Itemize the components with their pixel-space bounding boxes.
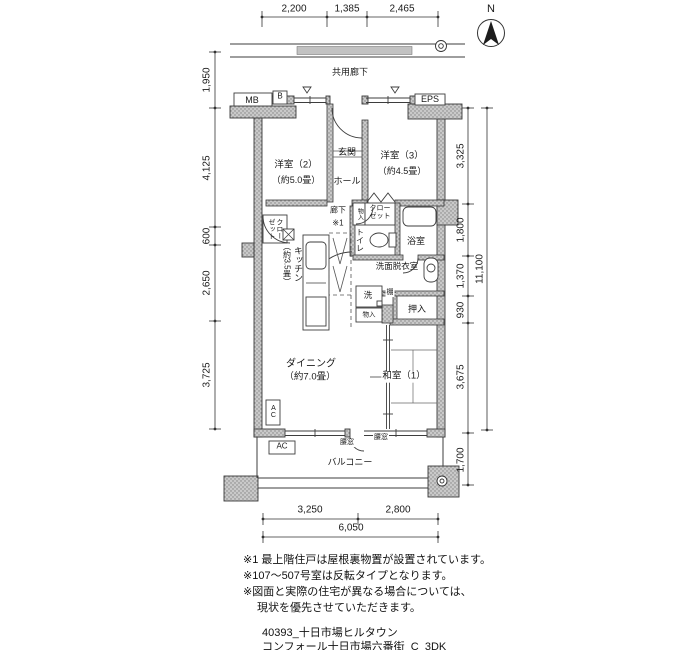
note-line-2: ※107～507号室は反転タイプとなります。	[243, 570, 453, 582]
dining-size-label: （約7.0畳）	[284, 371, 336, 383]
right-dimension-lines	[462, 107, 493, 486]
common-corridor-label: 共用廊下	[331, 66, 369, 77]
shelf-label: 棚	[385, 289, 395, 297]
balcony-structure	[223, 437, 460, 502]
bottom-windows	[285, 429, 427, 437]
toilet-label: トイレ	[355, 228, 365, 252]
top-dimension-ticks	[260, 15, 440, 19]
interior-walls	[265, 103, 445, 326]
western-room3-size: （約4.5畳）	[377, 165, 427, 176]
dim-top-1: 2,200	[281, 3, 307, 15]
dim-right-2: 1,800	[455, 217, 467, 243]
meter-box-label: MB	[245, 94, 259, 105]
meter-boxes	[233, 90, 446, 107]
entrance-label: 玄関	[337, 146, 357, 157]
dim-left-3: 600	[201, 227, 213, 245]
washroom-label: 洗面脱衣室	[375, 261, 419, 272]
dining-label: ダイニング	[286, 358, 336, 370]
storage-bottom-label: 物入	[362, 311, 376, 319]
dim-right-4: 930	[455, 301, 467, 319]
dim-left-4: 2,650	[201, 270, 213, 296]
dim-left-5: 3,725	[201, 362, 213, 388]
waist-window-left-label: 腰窓	[339, 439, 355, 447]
ac-vertical-label: AC	[269, 405, 277, 419]
attic-ladder	[328, 232, 352, 330]
note-line-4: 現状を優先させていただきます。	[257, 602, 421, 614]
dim-bottom-1: 3,250	[297, 504, 323, 516]
footer-line-1: 40393_十日市場ヒルタウン	[262, 627, 398, 639]
dim-balcony-depth: 1,700	[455, 447, 467, 473]
entrance-step	[333, 150, 362, 158]
western-room3-label: 洋室（3）	[380, 150, 424, 162]
dim-top-2: 1,385	[334, 3, 360, 15]
eps-label: EPS	[420, 93, 440, 104]
footer-line-2: コンフォール十日市場六番街_C_3DK	[262, 641, 447, 650]
folding-door	[366, 192, 396, 203]
b-box-label: B	[277, 91, 283, 101]
dim-bottom-overall: 6,050	[338, 522, 364, 534]
top-dimension-lines	[261, 11, 439, 27]
dim-right-1: 3,325	[455, 143, 467, 169]
top-windows	[294, 86, 410, 104]
closet-room2-label: クロー ゼット	[268, 218, 283, 240]
waist-window-right-label: 腰窓	[373, 434, 389, 442]
bottom-dimension-ticks	[261, 517, 440, 539]
kitchen-size-label: （約3.5畳）	[282, 242, 292, 286]
dim-right-overall: 11,100	[474, 254, 486, 284]
fixture-details	[282, 228, 326, 284]
storage-small-label: 物入	[356, 208, 363, 220]
washer-label: 洗	[363, 290, 373, 301]
western-room2-label: 洋室（2）	[274, 159, 318, 171]
ac-chips	[265, 399, 296, 455]
oshiire-label: 押入	[407, 303, 427, 314]
corridor-note-ref: ※1	[332, 218, 344, 228]
hall-label: ホール	[333, 175, 361, 186]
western-room2-size: （約5.0畳）	[271, 174, 321, 185]
outer-walls	[229, 95, 463, 438]
dim-right-3: 1,370	[455, 263, 467, 289]
north-arrow-icon	[477, 19, 505, 47]
closet-room3-label: クロー ゼット	[369, 205, 391, 220]
left-dimension-ticks	[213, 50, 217, 431]
compass-n-label: N	[487, 2, 495, 15]
common-corridor-band	[230, 40, 465, 58]
corridor-label: 廊下	[330, 205, 346, 215]
note-line-3: ※図面と実際の住宅が異なる場合については、	[243, 586, 472, 598]
dim-bottom-2: 2,800	[385, 504, 411, 516]
kitchen-label: キッチン	[293, 246, 304, 282]
fixtures	[282, 206, 439, 331]
dim-left-1: 1,950	[201, 67, 213, 93]
note-line-1: ※1 最上階住戸は屋根裏物置が設置されています。	[243, 554, 491, 566]
right-dimension-ticks	[466, 106, 489, 487]
dim-right-5: 3,675	[455, 364, 467, 390]
dim-top-3: 2,465	[389, 3, 415, 15]
balcony-label: バルコニー	[327, 456, 373, 467]
japanese-room1-label: 和室（1）	[381, 370, 427, 383]
bath-label: 浴室	[406, 235, 426, 246]
ac-horizontal-label: AC	[276, 441, 288, 451]
dim-left-2: 4,125	[201, 155, 213, 181]
